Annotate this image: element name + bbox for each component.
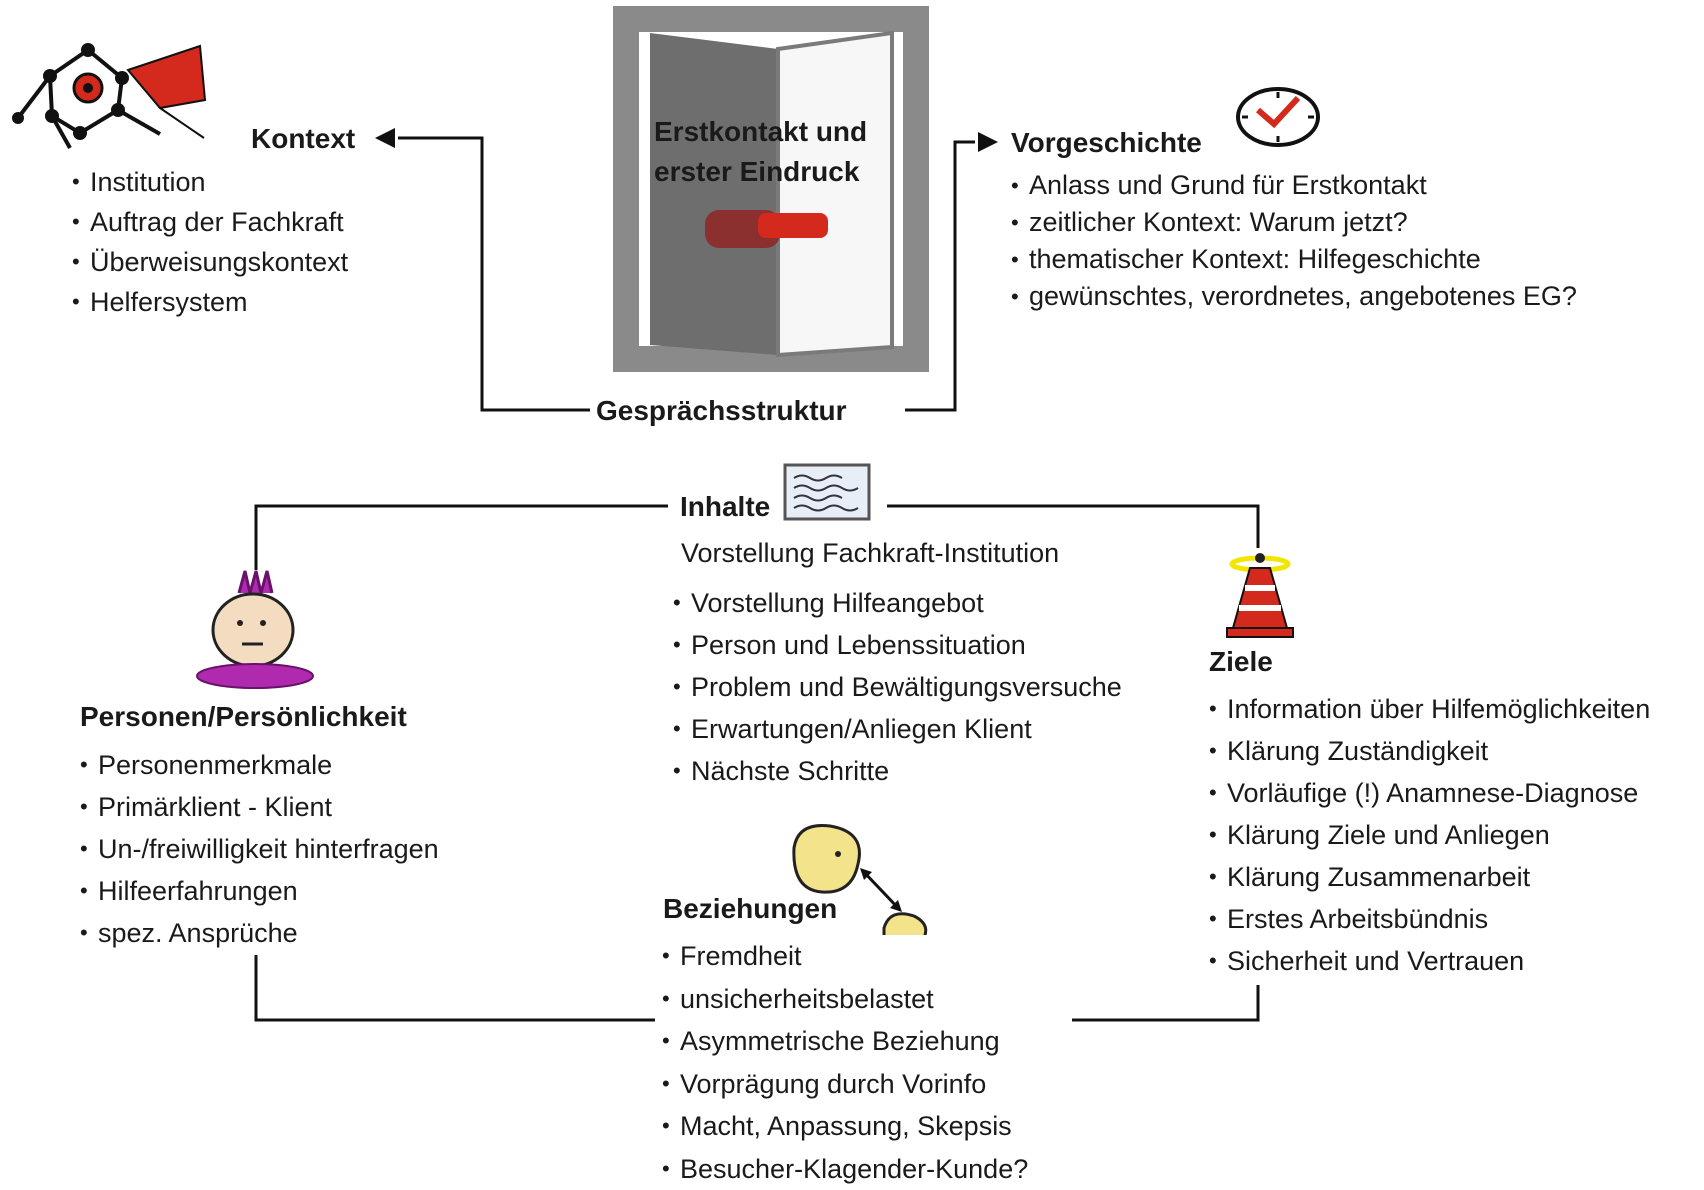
list-item: Vorstellung Hilfeangebot xyxy=(673,582,1122,624)
network-kite-icon xyxy=(10,38,210,158)
list-item: Klärung Zusammenarbeit xyxy=(1209,856,1650,898)
kontext-heading: Kontext xyxy=(251,125,355,153)
traffic-cone-icon xyxy=(1215,548,1305,640)
beziehungen-list: Fremdheit unsicherheitsbelastet Asymmetr… xyxy=(662,935,1036,1190)
beziehungen-heading: Beziehungen xyxy=(663,895,837,923)
list-item: Helfersystem xyxy=(72,282,348,322)
list-item: Auftrag der Fachkraft xyxy=(72,202,348,242)
list-item: Asymmetrische Beziehung xyxy=(662,1020,1028,1063)
list-item: Besucher-Klagender-Kunde? xyxy=(662,1148,1028,1190)
list-item: gewünschtes, verordnetes, angebotenes EG… xyxy=(1011,278,1577,315)
document-icon xyxy=(782,462,874,524)
list-item: Erwartungen/Anliegen Klient xyxy=(673,708,1122,750)
open-door-icon xyxy=(610,5,940,375)
inhalte-intro: Vorstellung Fachkraft-Institution xyxy=(681,540,1059,567)
ziele-heading: Ziele xyxy=(1209,648,1273,676)
person-icon xyxy=(195,568,320,690)
list-item: Vorläufige (!) Anamnese-Diagnose xyxy=(1209,772,1650,814)
list-item: Überweisungskontext xyxy=(72,242,348,282)
list-item: Fremdheit xyxy=(662,935,1028,978)
personen-list: Personenmerkmale Primärklient - Klient U… xyxy=(80,744,439,954)
list-item: Hilfeerfahrungen xyxy=(80,870,439,912)
list-item: spez. Ansprüche xyxy=(80,912,439,954)
door-title-line2: erster Eindruck xyxy=(654,158,859,186)
list-item: Problem und Bewältigungsversuche xyxy=(673,666,1122,708)
ziele-list: Information über Hilfemöglichkeiten Klär… xyxy=(1209,688,1650,982)
list-item: Macht, Anpassung, Skepsis xyxy=(662,1105,1028,1148)
inhalte-heading: Inhalte xyxy=(674,493,776,521)
structure-label: Gesprächsstruktur xyxy=(590,397,853,425)
clock-icon xyxy=(1232,80,1326,150)
list-item: Sicherheit und Vertrauen xyxy=(1209,940,1650,982)
door-title-line1: Erstkontakt und xyxy=(654,118,867,146)
list-item: unsicherheitsbelastet xyxy=(662,978,1028,1021)
list-item: Personenmerkmale xyxy=(80,744,439,786)
list-item: thematischer Kontext: Hilfegeschichte xyxy=(1011,241,1577,278)
kontext-list: Institution Auftrag der Fachkraft Überwe… xyxy=(72,162,348,322)
list-item: zeitlicher Kontext: Warum jetzt? xyxy=(1011,204,1577,241)
list-item: Anlass und Grund für Erstkontakt xyxy=(1011,167,1577,204)
list-item: Un-/freiwilligkeit hinterfragen xyxy=(80,828,439,870)
list-item: Klärung Ziele und Anliegen xyxy=(1209,814,1650,856)
personen-heading: Personen/Persönlichkeit xyxy=(80,703,407,731)
list-item: Institution xyxy=(72,162,348,202)
list-item: Information über Hilfemöglichkeiten xyxy=(1209,688,1650,730)
vorgeschichte-heading: Vorgeschichte xyxy=(1011,129,1202,157)
list-item: Vorprägung durch Vorinfo xyxy=(662,1063,1028,1106)
list-item: Erstes Arbeitsbündnis xyxy=(1209,898,1650,940)
list-item: Nächste Schritte xyxy=(673,750,1122,792)
list-item: Klärung Zuständigkeit xyxy=(1209,730,1650,772)
vorgeschichte-list: Anlass und Grund für Erstkontakt zeitlic… xyxy=(1011,167,1577,315)
inhalte-list: Vorstellung Hilfeangebot Person und Lebe… xyxy=(673,582,1122,792)
list-item: Person und Lebenssituation xyxy=(673,624,1122,666)
list-item: Primärklient - Klient xyxy=(80,786,439,828)
